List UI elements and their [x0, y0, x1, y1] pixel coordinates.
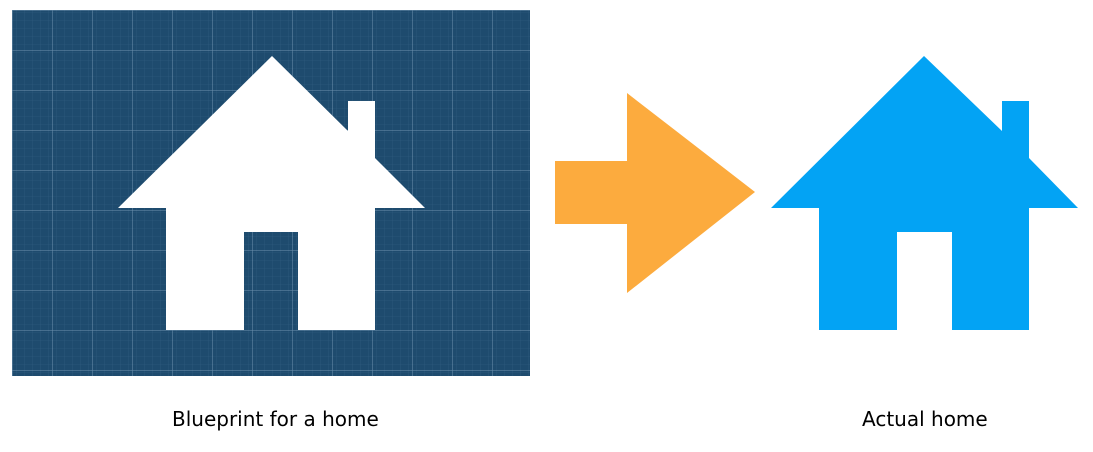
house-icon [771, 56, 1078, 330]
actual-home-caption: Actual home [862, 407, 988, 431]
blueprint-caption: Blueprint for a home [172, 407, 379, 431]
blueprint-panel [12, 10, 530, 376]
right-arrow-icon [555, 93, 755, 293]
house-icon [118, 56, 425, 330]
